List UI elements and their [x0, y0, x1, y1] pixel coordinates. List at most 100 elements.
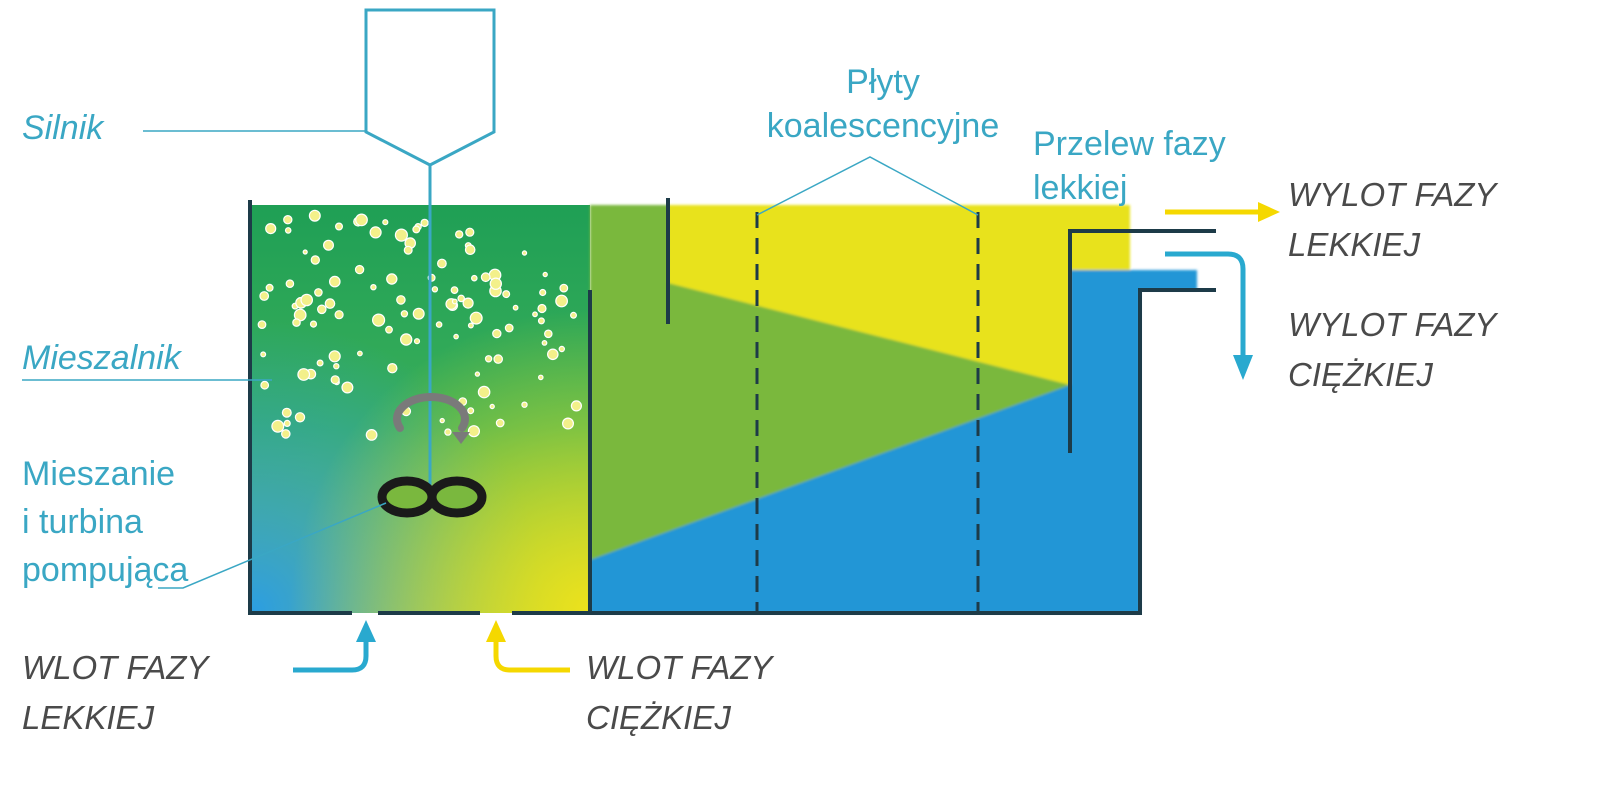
droplet: [280, 429, 291, 439]
droplet: [314, 288, 323, 297]
motor-label: Silnik: [22, 109, 104, 147]
droplet: [372, 313, 386, 327]
heavy-phase-inlet-arrow: [486, 620, 570, 673]
turbine-impeller-icon: [377, 476, 487, 518]
droplet: [292, 318, 301, 327]
droplet: [281, 407, 292, 418]
droplet: [316, 359, 324, 367]
droplet: [431, 286, 439, 293]
light-phase-inlet-label: WLOT FAZY LEKKIEJ: [22, 643, 208, 743]
droplet: [537, 317, 545, 325]
droplet: [420, 218, 429, 228]
droplet: [300, 293, 313, 307]
droplet: [539, 288, 547, 297]
light-phase-outlet-arrow: [1165, 202, 1280, 222]
droplet: [537, 303, 547, 314]
leader-lines: [22, 130, 979, 589]
droplet: [480, 272, 491, 283]
droplet: [285, 279, 295, 289]
heavy-phase-outlet-label: WYLOT FAZY CIĘŻKIEJ: [1288, 300, 1496, 400]
droplet: [387, 363, 398, 374]
droplet: [260, 380, 270, 390]
droplet: [546, 348, 559, 361]
droplet: [558, 345, 566, 353]
droplet: [328, 350, 341, 363]
droplet: [271, 419, 285, 433]
droplet: [435, 321, 443, 328]
inlet-light-line2: LEKKIEJ: [22, 699, 155, 736]
droplet: [310, 255, 320, 265]
droplets: [257, 209, 583, 441]
droplet: [385, 325, 393, 334]
droplet: [559, 283, 569, 293]
droplet: [444, 428, 452, 436]
droplet: [495, 418, 505, 428]
droplet: [532, 311, 538, 318]
droplet: [309, 320, 318, 328]
droplet: [400, 333, 413, 346]
droplet: [489, 403, 495, 410]
droplet: [259, 291, 270, 301]
plates-label-line2: koalescencyjne: [766, 107, 1000, 145]
droplet: [354, 264, 365, 275]
droplet: [467, 407, 475, 415]
droplet: [334, 310, 344, 320]
droplet: [555, 294, 568, 308]
droplet: [370, 284, 377, 291]
droplet: [493, 354, 503, 364]
droplet: [260, 351, 267, 358]
droplet: [464, 244, 476, 255]
droplet: [462, 297, 474, 309]
rotation-icon: [393, 392, 470, 444]
droplet: [394, 228, 408, 242]
outlet-heavy-line2: CIĘŻKIEJ: [1288, 356, 1433, 393]
droplet: [477, 385, 491, 399]
outlet-light-line2: LEKKIEJ: [1288, 226, 1421, 263]
droplet: [437, 258, 447, 269]
mixing-turbine-label: Mieszanie i turbina pompująca: [22, 450, 188, 594]
overflow-label-line2: lekkiej: [1033, 169, 1128, 207]
overflow-label: Przelew fazy lekkiej: [1033, 122, 1226, 210]
droplet: [470, 274, 478, 282]
droplet: [324, 298, 336, 309]
droplet: [489, 277, 502, 290]
tank-outline: [248, 198, 1216, 615]
droplet: [333, 363, 340, 370]
droplet: [316, 304, 327, 315]
droplet: [328, 275, 341, 288]
droplet: [335, 222, 344, 231]
droplet: [330, 375, 340, 385]
droplet: [257, 320, 267, 330]
droplet: [369, 226, 382, 239]
droplet: [570, 400, 583, 412]
droplet: [357, 350, 363, 357]
droplet: [400, 310, 409, 318]
inlet-heavy-line2: CIĘŻKIEJ: [586, 699, 731, 736]
droplet: [403, 245, 413, 255]
light-phase-outlet-label: WYLOT FAZY LEKKIEJ: [1288, 170, 1496, 270]
droplet: [396, 295, 406, 305]
plates-label-line1: Płyty: [846, 63, 920, 101]
droplet: [294, 412, 306, 423]
droplet: [283, 419, 291, 427]
mixer-liquid: [250, 205, 590, 613]
droplet: [453, 333, 459, 340]
droplet: [541, 340, 548, 346]
turbine-leader: [158, 502, 387, 589]
plates-leader: [756, 156, 979, 216]
droplet: [386, 273, 398, 285]
droplet: [355, 213, 368, 227]
droplet: [451, 298, 458, 305]
droplet: [512, 304, 519, 311]
droplet: [467, 322, 474, 329]
heavy-phase-outlet-arrow: [1165, 251, 1253, 380]
droplet: [365, 429, 378, 441]
droplet: [283, 214, 293, 225]
droplet: [439, 417, 445, 424]
droplet: [542, 271, 548, 278]
droplet: [569, 311, 577, 319]
droplet: [382, 219, 389, 226]
droplet: [521, 401, 528, 408]
droplet: [308, 209, 321, 222]
